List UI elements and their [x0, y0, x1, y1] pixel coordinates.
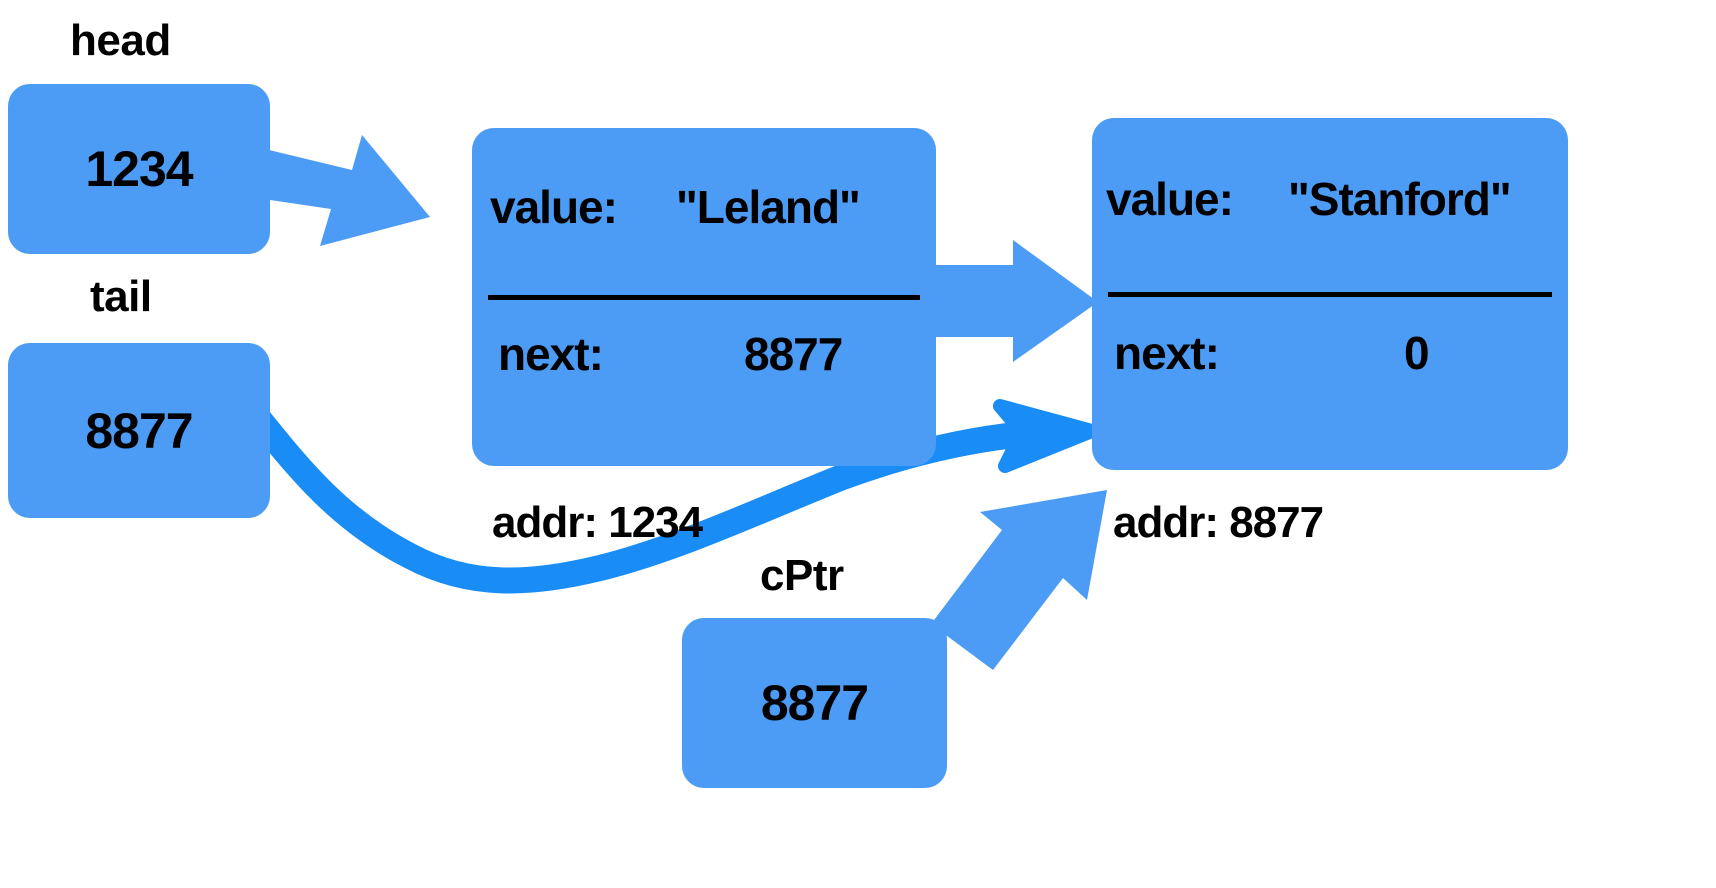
node-stanford[interactable]: value: "Stanford" next: 0 [1092, 118, 1568, 470]
node-stanford-divider [1108, 292, 1552, 297]
pointer-label-tail: tail [90, 272, 152, 321]
node-leland-addr-caption: addr: 1234 [492, 498, 703, 547]
pointer-box-tail[interactable]: 8877 [8, 343, 270, 518]
pointer-box-cptr[interactable]: 8877 [682, 618, 947, 788]
pointer-value-head: 1234 [85, 141, 193, 197]
node-leland-divider [488, 295, 920, 300]
pointer-label-cptr: cPtr [760, 551, 844, 600]
node-stanford-value-val: "Stanford" [1288, 173, 1512, 225]
node-stanford-next-row: next: 0 [1092, 294, 1568, 470]
node-stanford-next-key: next: [1114, 327, 1220, 379]
node-leland-value-key: value: [490, 181, 618, 233]
node-stanford-addr-caption: addr: 8877 [1113, 498, 1324, 547]
node-leland[interactable]: value: "Leland" next: 8877 [472, 128, 936, 466]
pointer-box-head[interactable]: 1234 [8, 84, 270, 254]
node-stanford-value-row: value: "Stanford" [1092, 118, 1568, 294]
node-stanford-value-key: value: [1106, 173, 1234, 225]
node-leland-value-val: "Leland" [676, 181, 861, 233]
node-leland-value-row: value: "Leland" [472, 128, 936, 297]
node-stanford-next-val: 0 [1404, 327, 1430, 379]
node-leland-next-row: next: 8877 [472, 297, 936, 466]
node-leland-next-key: next: [498, 328, 604, 380]
pointer-value-tail: 8877 [85, 402, 193, 459]
pointer-value-cptr: 8877 [760, 675, 869, 731]
pointer-label-head: head [70, 16, 171, 65]
leland-to-stanford-arrow [936, 240, 1098, 362]
cptr-to-stanford-arrow [931, 490, 1107, 670]
node-leland-next-val: 8877 [744, 328, 843, 380]
